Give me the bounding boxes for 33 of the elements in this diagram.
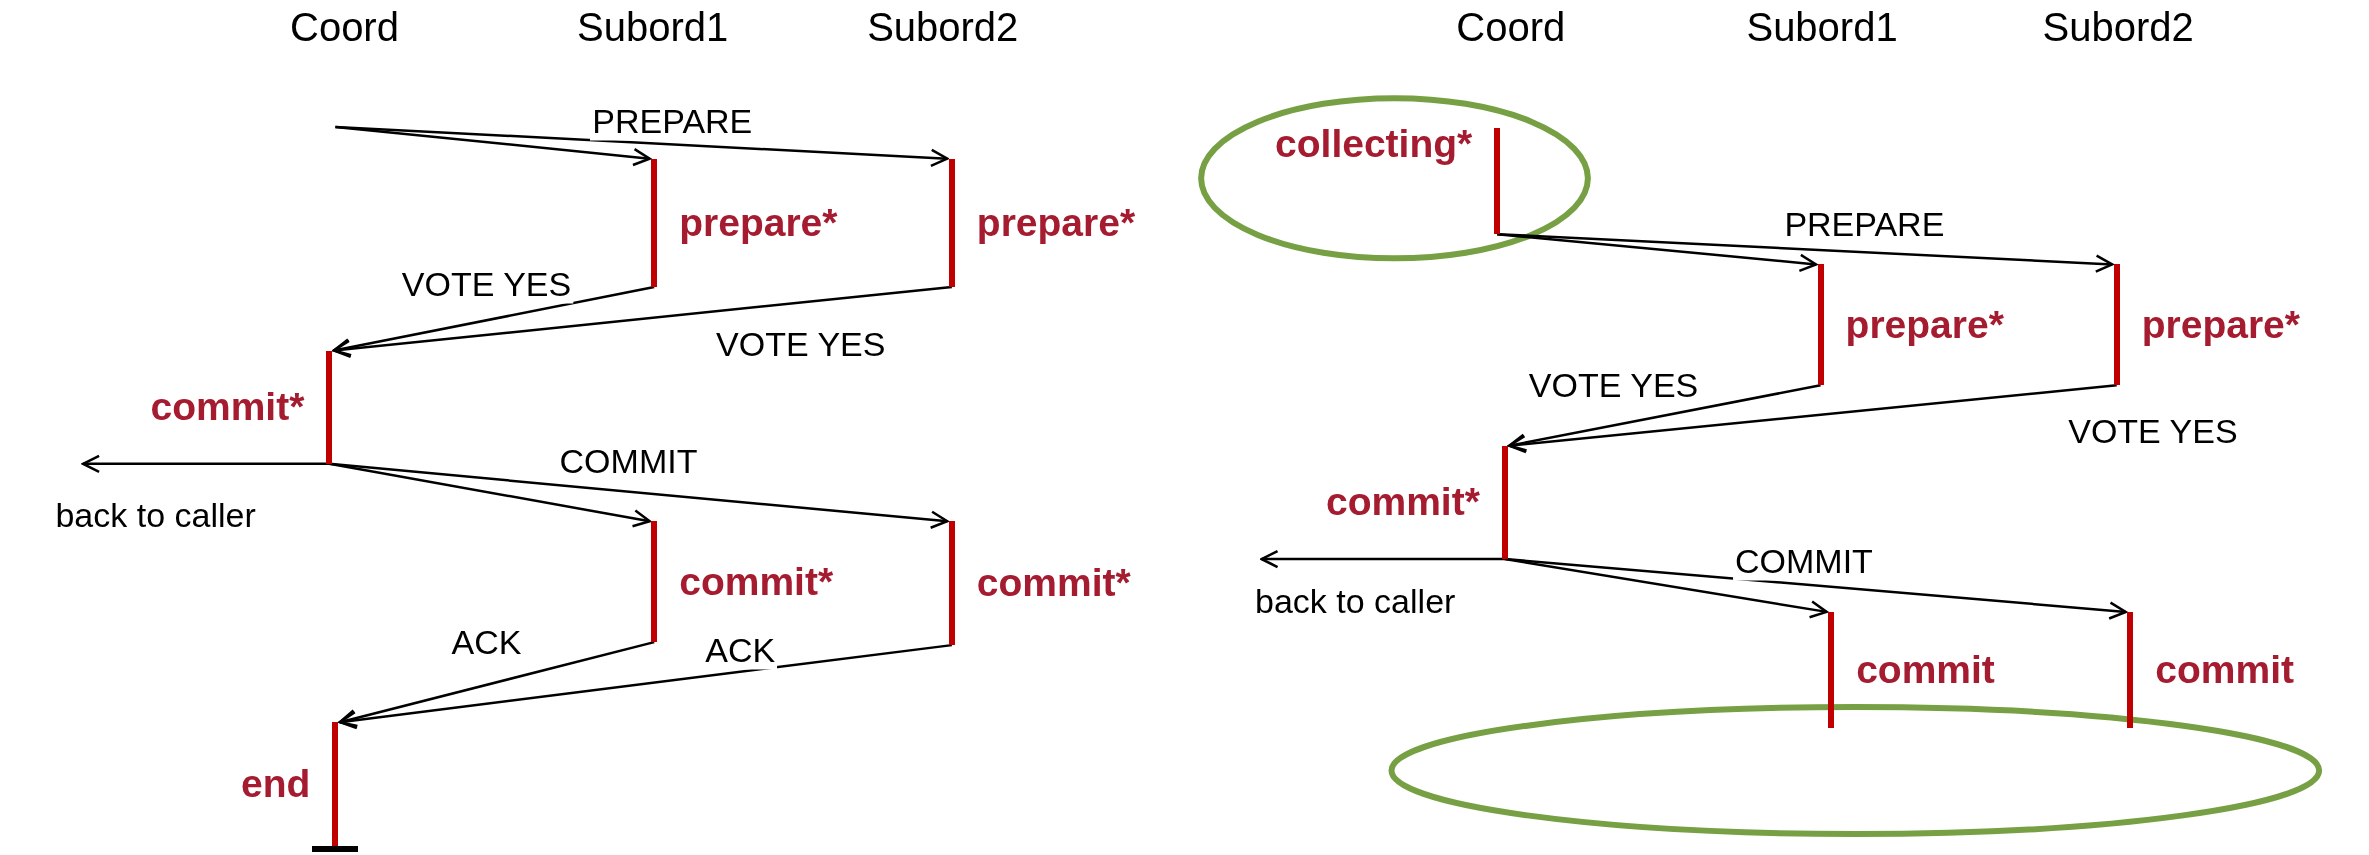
state-label: commit — [2155, 648, 2294, 693]
lifeline-header: Subord1 — [577, 4, 729, 50]
message-arrow — [338, 643, 952, 730]
lifeline-header: Coord — [1456, 4, 1566, 50]
state-label: collecting* — [1275, 122, 1473, 167]
state-label: commit — [1856, 648, 1995, 693]
message-arrow — [338, 640, 655, 728]
message-arrow — [1497, 232, 2114, 273]
message-arrow — [1508, 384, 1821, 452]
state-label: commit* — [679, 559, 834, 604]
message-arrow — [332, 285, 655, 357]
message-arrow — [329, 462, 949, 529]
lifeline-header: Subord2 — [867, 4, 1019, 50]
state-label: commit* — [150, 385, 305, 430]
lifeline-header: Subord1 — [1746, 4, 1898, 50]
message-arrow — [332, 285, 952, 359]
state-label: commit* — [976, 561, 1131, 606]
message-arrow — [335, 125, 949, 168]
message-arrow — [1508, 384, 2117, 454]
state-label: commit* — [1325, 480, 1480, 525]
message-arrow — [1504, 557, 1828, 619]
state-label: prepare* — [976, 200, 1136, 245]
message-arrow — [329, 462, 651, 528]
state-label: end — [241, 762, 311, 807]
message-arrow — [1260, 549, 1505, 569]
lifeline-header: Subord2 — [2042, 4, 2194, 50]
message-arrow — [81, 454, 330, 474]
message-arrow — [1497, 232, 1818, 273]
state-label: prepare* — [679, 200, 838, 245]
state-label: prepare* — [2141, 302, 2300, 347]
state-label: prepare* — [1845, 302, 2004, 347]
lifeline-header: Coord — [290, 4, 399, 50]
message-arrow — [1504, 557, 2128, 620]
